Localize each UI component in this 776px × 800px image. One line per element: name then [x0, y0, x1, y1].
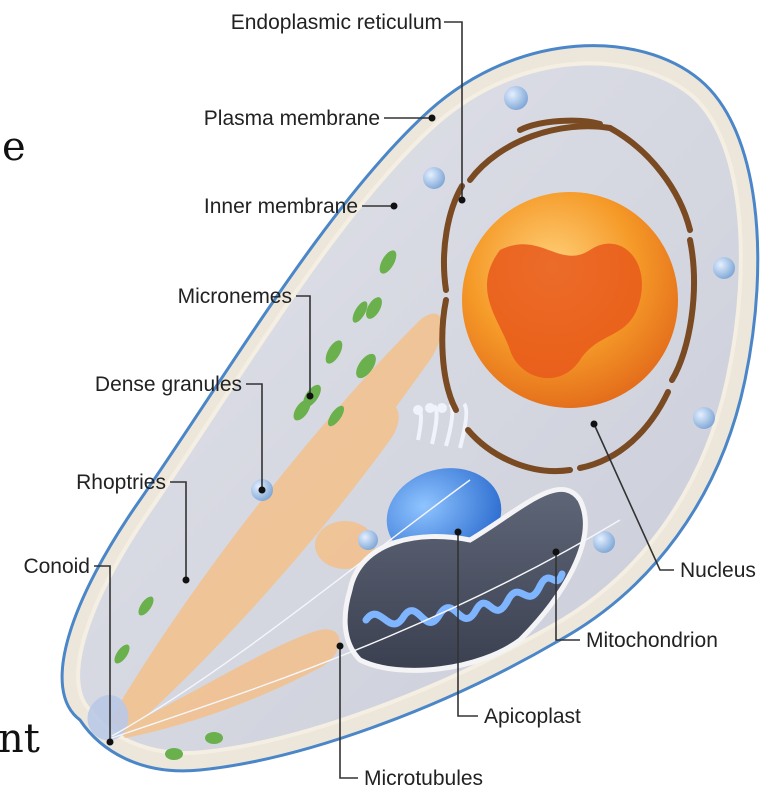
label-conoid: Conoid — [23, 555, 90, 578]
label-rhoptries: Rhoptries — [76, 471, 166, 494]
label-apicoplast: Apicoplast — [484, 705, 581, 728]
label-plasma-membrane: Plasma membrane — [204, 107, 380, 130]
edge-text-top: e — [2, 124, 26, 170]
label-dense-granules: Dense granules — [95, 373, 242, 396]
label-micronemes: Micronemes — [178, 285, 292, 308]
label-inner-membrane: Inner membrane — [204, 195, 358, 218]
edge-text-bottom: nt — [0, 716, 40, 762]
label-microtubules: Microtubules — [364, 767, 483, 790]
label-mitochondrion: Mitochondrion — [586, 629, 718, 652]
label-endoplasmic-reticulum: Endoplasmic reticulum — [231, 11, 442, 34]
label-nucleus: Nucleus — [680, 559, 756, 582]
